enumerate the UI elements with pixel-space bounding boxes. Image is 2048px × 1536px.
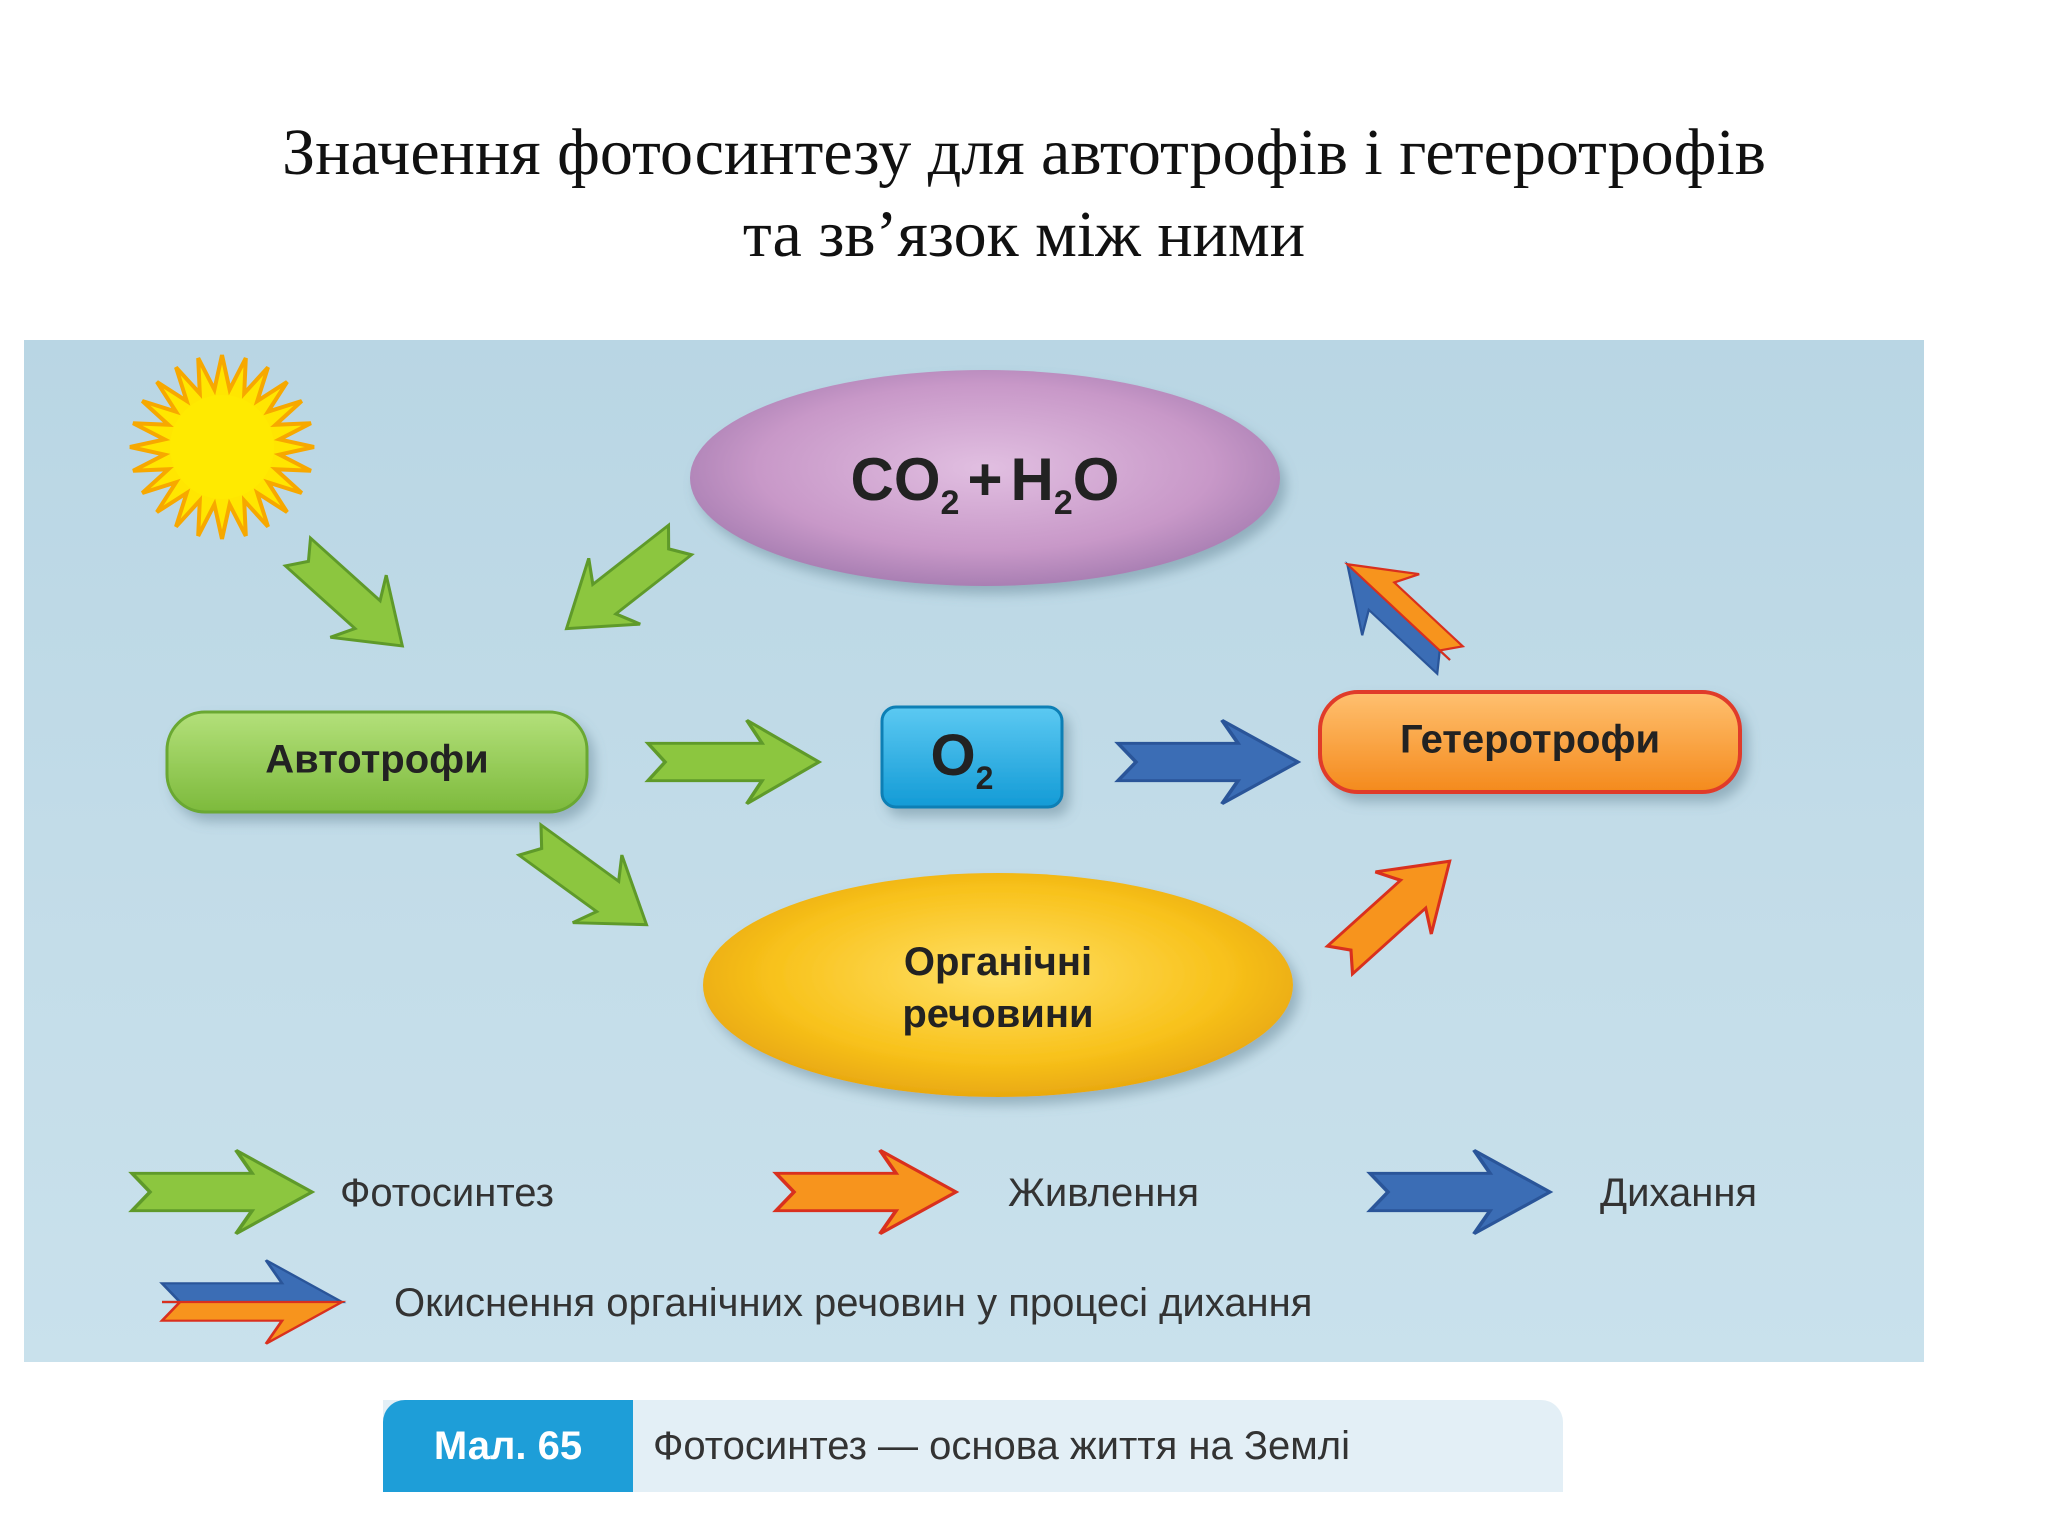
organic-substances-label-line-2: речовини — [902, 992, 1093, 1036]
legend-oxidation-arrow-icon — [159, 1259, 347, 1345]
legend-oxidation-label: Окиснення органічних речовин у процесі д… — [394, 1281, 1312, 1325]
organic-substances-label-line-1: Органічні — [904, 940, 1092, 984]
photosynthesis-arrow-autotrophs-to-organic — [503, 804, 673, 960]
page-title: Значення фотосинтезу для автотрофів і ге… — [0, 112, 2048, 276]
figure-number: Мал. 65 — [383, 1400, 633, 1492]
autotrophs-label: Автотрофи — [265, 738, 489, 782]
photosynthesis-arrow-autotrophs-to-o2 — [646, 718, 821, 806]
co2-h2o-node — [690, 370, 1280, 586]
legend-respiration-label: Дихання — [1600, 1171, 1757, 1215]
nutrition-arrow-organic-to-heterotrophs — [1310, 828, 1480, 993]
oxidation-arrow-heterotrophs-to-co2 — [1344, 561, 1466, 677]
figure-caption: Мал. 65 Фотосинтез — основа життя на Зем… — [383, 1400, 1563, 1492]
figure-caption-text: Фотосинтез — основа життя на Землі — [653, 1423, 1350, 1468]
legend-nutrition-arrow-icon — [774, 1148, 958, 1236]
heterotrophs-label: Гетеротрофи — [1400, 718, 1660, 762]
co2-h2o-label: CO2+H2O — [851, 446, 1120, 522]
page-title-line-2: та зв’язок між ними — [742, 198, 1306, 271]
o2-label: O2 — [931, 723, 994, 796]
page-title-line-1: Значення фотосинтезу для автотрофів і ге… — [282, 116, 1766, 189]
legend-photosynthesis-label: Фотосинтез — [340, 1171, 554, 1215]
photosynthesis-arrow-sun-to-autotrophs — [268, 519, 432, 679]
respiration-arrow-o2-to-heterotrophs — [1116, 718, 1300, 806]
legend-photosynthesis-arrow-icon — [130, 1148, 314, 1236]
autotrophs-node — [165, 710, 589, 814]
legend-respiration-arrow-icon — [1368, 1148, 1552, 1236]
sun-icon — [129, 354, 315, 540]
o2-node — [880, 705, 1064, 809]
legend-nutrition-label: Живлення — [1008, 1171, 1199, 1215]
photosynthesis-arrow-co2-to-autotrophs — [539, 505, 708, 664]
heterotrophs-node — [1318, 690, 1742, 794]
organic-substances-node — [703, 873, 1293, 1097]
